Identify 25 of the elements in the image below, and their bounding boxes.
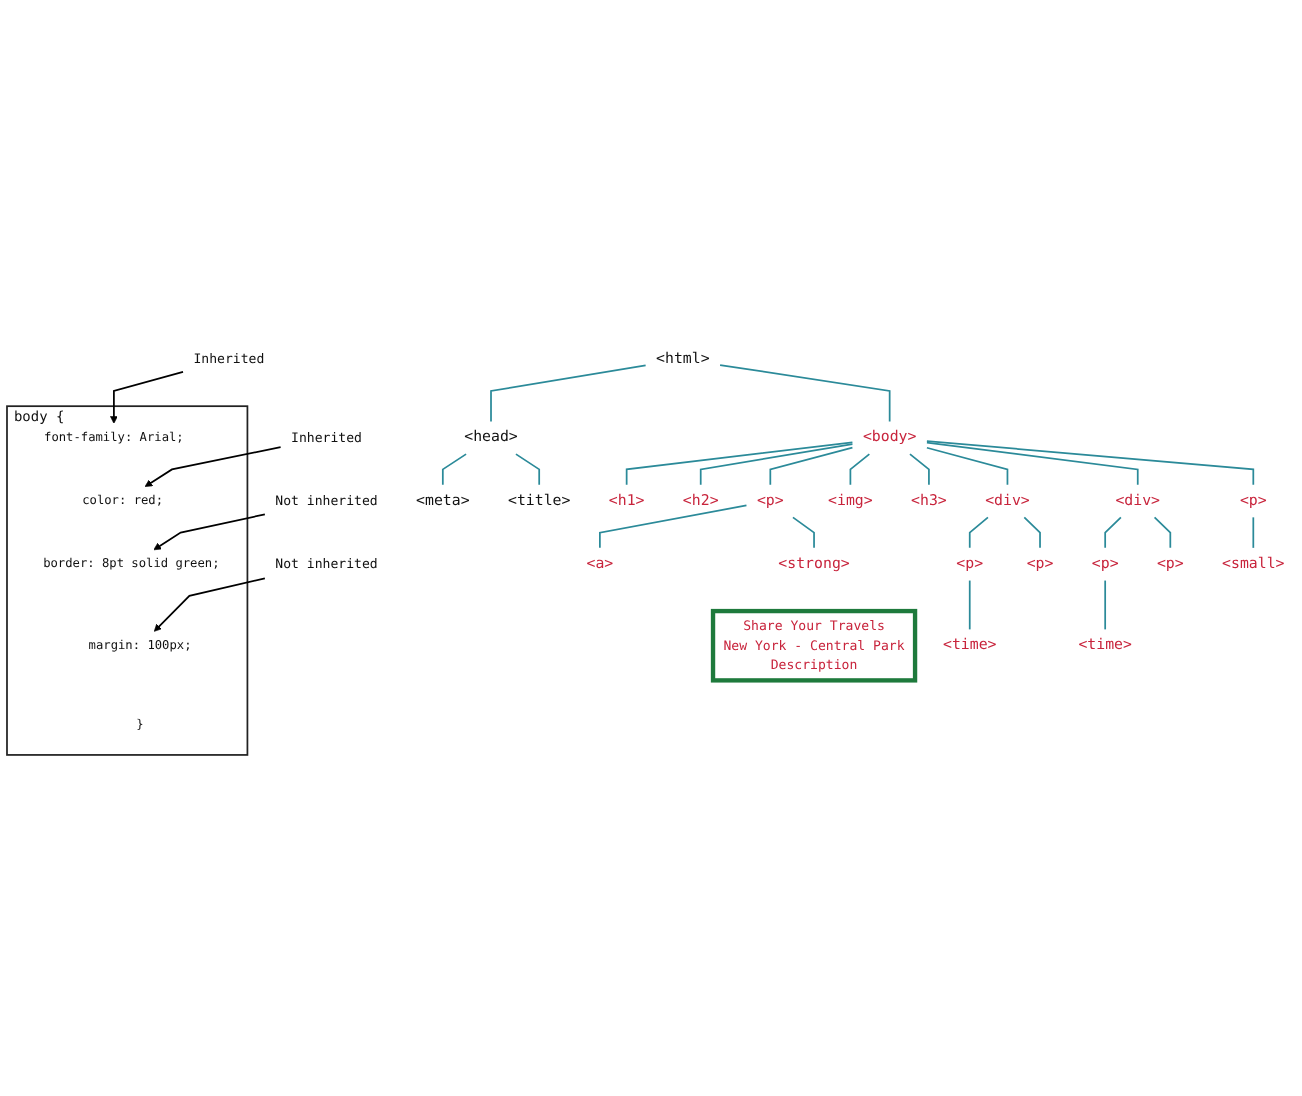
connector bbox=[1153, 515, 1172, 548]
connector bbox=[968, 515, 989, 548]
connector bbox=[719, 363, 891, 422]
connector bbox=[599, 503, 748, 548]
connector bbox=[926, 445, 1009, 485]
connector bbox=[1252, 515, 1255, 548]
arrow bbox=[153, 576, 266, 631]
connector bbox=[441, 452, 467, 485]
connector bbox=[968, 578, 971, 630]
arrow bbox=[153, 512, 266, 550]
connector bbox=[926, 440, 1139, 485]
connector bbox=[515, 452, 541, 485]
connector bbox=[1104, 515, 1122, 548]
connector bbox=[699, 442, 854, 485]
connector bbox=[1104, 578, 1107, 630]
connector bbox=[849, 452, 871, 485]
connector bbox=[490, 363, 647, 422]
connector bbox=[909, 452, 930, 485]
arrow bbox=[110, 370, 184, 423]
connector bbox=[926, 439, 1255, 485]
connector bbox=[769, 445, 854, 485]
connector bbox=[792, 515, 815, 548]
connector bbox=[625, 440, 854, 485]
connector bbox=[1023, 515, 1041, 548]
arrow bbox=[144, 445, 282, 486]
